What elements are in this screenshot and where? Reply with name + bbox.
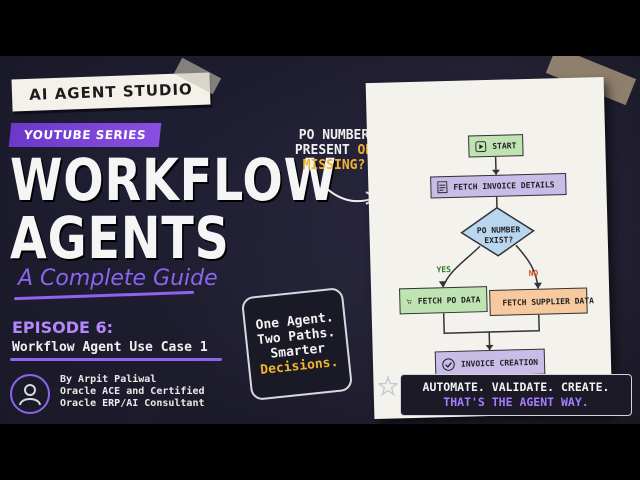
flow-no-label: NO [528,268,539,278]
studio-label: AI AGENT STUDIO [11,72,211,112]
tagline-line-1: AUTOMATE. VALIDATE. CREATE. [422,380,610,394]
series-label: YOUTUBE SERIES [8,123,162,147]
author-name: By Arpit Paliwal [60,374,157,385]
question-line-1: PO NUMBER [298,128,370,143]
flow-fetch-supplier-node: FETCH SUPPLIER DATA [489,287,594,317]
play-icon [475,140,487,152]
document-icon [437,181,448,194]
star-icon [378,376,398,396]
flow-start-label: START [492,140,517,151]
question-present: PRESENT [294,143,358,158]
subtitle: A Complete Guide [18,266,218,291]
episode-underline [10,358,222,361]
flowchart-connectors [438,156,542,351]
flow-fetch-supplier-label: FETCH SUPPLIER DATA [502,295,595,308]
flow-fetch-po-label: FETCH PO DATA [417,294,481,306]
subtitle-underline [14,290,194,301]
decision-line-2: EXIST? [484,235,514,246]
flow-decision-label: PO NUMBER EXIST? [463,225,533,247]
sticky-note: One Agent. Two Paths. Smarter Decisions. [240,286,354,402]
flow-fetch-po-node: FETCH PO DATA [399,286,488,315]
author-credits: By Arpit Paliwal Oracle ACE and Certifie… [60,374,205,410]
tagline-box: AUTOMATE. VALIDATE. CREATE. THAT'S THE A… [400,374,632,416]
flow-yes-label: YES [436,265,452,275]
title-line-2: AGENTS [10,204,230,272]
flowchart-paper: START FETCH INVOICE DETAILS PO NUMBER EX… [365,76,613,420]
check-circle-icon [442,357,455,371]
episode-title: Workflow Agent Use Case 1 [12,340,208,355]
question-note: PO NUMBER PRESENT OR MISSING? [284,128,384,173]
flow-start-node: START [468,134,524,158]
thumbnail: AI AGENT STUDIO YOUTUBE SERIES WORKFLOW … [0,56,640,424]
question-line-3: MISSING? [302,158,366,173]
cart-icon [406,298,412,304]
episode-label: EPISODE 6: [12,318,114,337]
user-icon [10,374,50,414]
flow-fetch-invoice-node: FETCH INVOICE DETAILS [430,172,567,199]
flow-invoice-creation-node: INVOICE CREATION [434,348,546,378]
flow-invoice-creation-label: INVOICE CREATION [460,357,539,369]
tagline-line-2: THAT'S THE AGENT WAY. [443,395,589,409]
flow-fetch-invoice-label: FETCH INVOICE DETAILS [453,179,555,192]
author-role-2: Oracle ERP/AI Consultant [60,398,205,409]
author-role-1: Oracle ACE and Certified [60,386,205,397]
title-line-1: WORKFLOW [10,146,337,214]
